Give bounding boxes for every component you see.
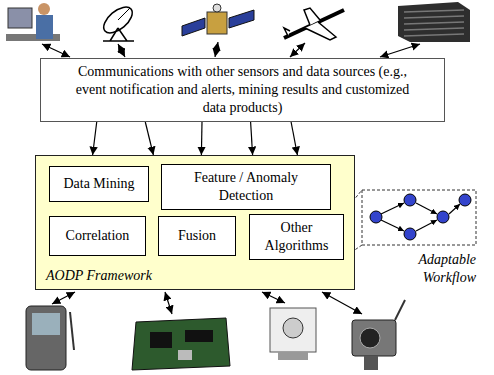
data-arrow	[118, 44, 125, 57]
stylus	[70, 312, 74, 350]
data-flow-arrow	[251, 122, 253, 155]
data-arrow	[290, 43, 305, 57]
device-arrow	[165, 292, 172, 314]
communications-box: Communications with other sensors and da…	[40, 58, 445, 122]
satellite-body	[207, 12, 227, 34]
data-flow-arrow	[291, 122, 297, 155]
camera-picture	[352, 300, 405, 370]
satellite-picture	[182, 4, 254, 36]
algorithm-box: Correlation	[49, 216, 146, 256]
feed	[118, 8, 130, 20]
sensor-lens	[283, 318, 303, 338]
data-flow-arrow	[93, 122, 97, 155]
camera-stand	[364, 356, 378, 370]
data-arrows	[42, 42, 420, 57]
workflow-step	[404, 228, 416, 240]
data-flow-arrow	[145, 122, 153, 155]
handheld-screen	[32, 313, 60, 335]
box-label: Other Algorithms	[257, 219, 337, 255]
device-arrow	[52, 292, 75, 304]
airplane-picture	[284, 8, 344, 40]
monitor	[8, 8, 32, 28]
workflow-arrow	[416, 220, 437, 231]
sensor-mount	[278, 352, 308, 360]
algorithm-box: Fusion	[158, 216, 236, 256]
circuit-board-picture	[132, 318, 230, 370]
workflow-steps	[370, 194, 471, 240]
workflow-box	[362, 190, 476, 245]
device-arrow	[262, 292, 285, 303]
algorithm-box: Other Algorithms	[249, 214, 344, 260]
workflow-graph	[343, 190, 476, 258]
chip	[185, 330, 213, 342]
head	[38, 3, 50, 15]
handheld-picture	[26, 306, 74, 370]
camera-lens	[360, 328, 380, 348]
data-flow-arrow	[201, 122, 203, 155]
framework-title: AODP Framework	[46, 267, 152, 285]
camera-body	[352, 320, 396, 356]
rack-slots	[404, 10, 464, 36]
body	[36, 15, 53, 39]
antenna	[395, 300, 405, 320]
algorithm-box: Data Mining	[49, 166, 149, 202]
device-arrow	[322, 292, 362, 314]
sensor-housing	[270, 308, 316, 352]
solar-panel	[182, 18, 205, 36]
box-label: Correlation	[66, 227, 130, 245]
satellite-dish-picture	[99, 2, 137, 41]
data-arrow	[380, 44, 420, 57]
chip	[178, 350, 192, 360]
framework-box: Data Mining Feature / Anomaly DetectionCo…	[35, 155, 355, 290]
box-label: Data Mining	[63, 175, 134, 193]
data-arrow	[42, 44, 70, 57]
workflow-arrow	[381, 203, 404, 214]
server-rack-picture	[398, 2, 470, 42]
box-label: Fusion	[178, 227, 216, 245]
workflow-arrow	[416, 203, 437, 214]
operator-picture	[6, 3, 60, 41]
workflow-step	[437, 211, 449, 223]
workflow-step	[370, 211, 382, 223]
algorithm-box: Feature / Anomaly Detection	[161, 164, 331, 210]
solar-panel	[229, 10, 254, 28]
handheld-body	[26, 306, 66, 370]
workflow-step	[404, 194, 416, 206]
chip	[150, 332, 172, 348]
dish-stand	[103, 28, 134, 41]
wings	[284, 8, 336, 40]
antenna	[213, 4, 221, 12]
workflow-arrow	[381, 220, 404, 231]
board	[132, 318, 230, 370]
workflow-caption: Adaptable Workflow	[390, 251, 476, 287]
box-label: Communications with other sensors and da…	[68, 63, 418, 117]
data-arrow	[215, 42, 218, 57]
workflow-arrows	[381, 203, 460, 231]
rack	[398, 2, 470, 42]
dish	[99, 2, 137, 38]
workflow-arrow	[449, 204, 460, 214]
sensor-box-picture	[270, 308, 316, 360]
workflow-step	[459, 194, 471, 206]
box-label: Feature / Anomaly Detection	[181, 169, 311, 205]
